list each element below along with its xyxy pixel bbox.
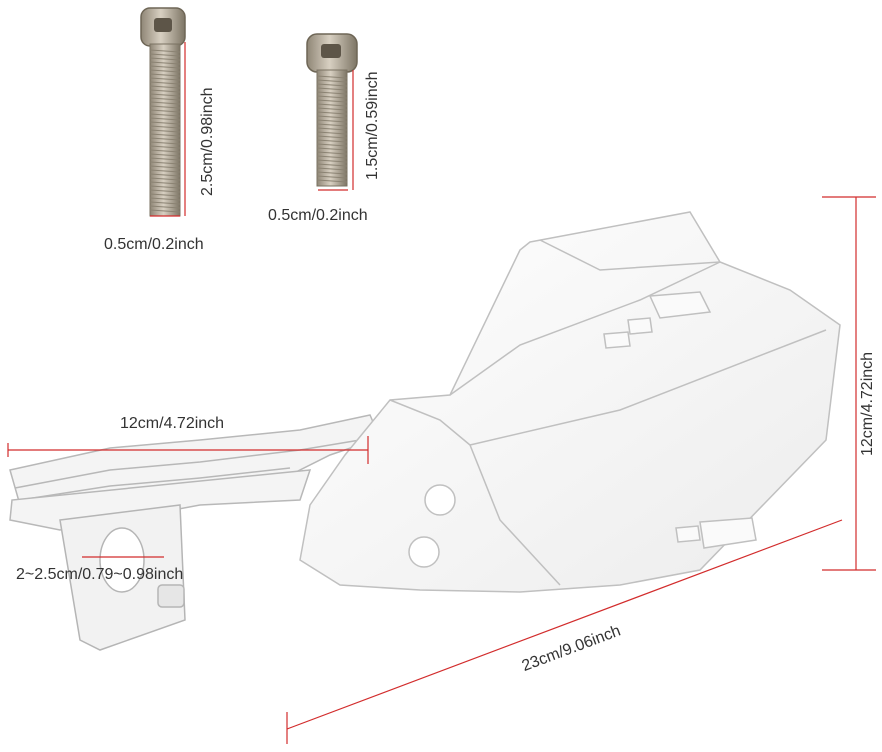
bolt-thread [149, 165, 181, 169]
dim-line-guard-length [286, 519, 843, 730]
bolt-thread [149, 129, 181, 133]
bolt-thread [149, 121, 181, 125]
bolt-thread [316, 179, 348, 183]
short-bolt [306, 33, 358, 187]
label-long-bolt-height: 2.5cm/0.98inch [199, 87, 216, 196]
bolt-thread [149, 157, 181, 161]
bolt-thread [149, 145, 181, 149]
bolt-thread [149, 49, 181, 53]
bolt-thread [316, 131, 348, 135]
hand-guard [299, 211, 841, 593]
bolt-thread [149, 65, 181, 69]
bolt-thread [149, 141, 181, 145]
bolt-thread [316, 111, 348, 115]
bolt-thread [316, 151, 348, 155]
bolt-thread [149, 149, 181, 153]
bolt-thread [316, 83, 348, 87]
bolt-thread [316, 95, 348, 99]
bolt-thread [149, 173, 181, 177]
bolt-thread [149, 77, 181, 81]
bolt-thread [316, 119, 348, 123]
bolt-thread [149, 69, 181, 73]
bolt-thread [149, 101, 181, 105]
bolt-thread [149, 93, 181, 97]
bolt-thread [316, 103, 348, 107]
bolt-thread [149, 209, 181, 213]
bolt-thread [149, 113, 181, 117]
bolt-thread [149, 117, 181, 121]
bolt-thread [149, 181, 181, 185]
bolt-thread [316, 155, 348, 159]
bolt-thread [316, 115, 348, 119]
bolt-thread [316, 87, 348, 91]
bolt-thread [316, 99, 348, 103]
bolt-thread [316, 143, 348, 147]
label-long-bolt-width: 0.5cm/0.2inch [104, 236, 204, 253]
bolt-thread [149, 81, 181, 85]
dimension-lines [7, 42, 876, 744]
bolt-thread [316, 107, 348, 111]
bolt-thread [149, 169, 181, 173]
bar-clamp [59, 504, 186, 651]
bolt-thread [149, 53, 181, 57]
bolt-thread [149, 57, 181, 61]
bolt-thread [149, 109, 181, 113]
bolt-thread [149, 97, 181, 101]
bolt-thread [149, 161, 181, 165]
label-guard-height: 12cm/4.72inch [859, 351, 876, 456]
bolt-thread [149, 193, 181, 197]
label-short-bolt-width: 0.5cm/0.2inch [268, 207, 368, 224]
bolt-thread [316, 79, 348, 83]
bolt-thread [149, 105, 181, 109]
long-bolt [140, 7, 186, 217]
bolt-thread [316, 147, 348, 151]
bolt-thread [316, 75, 348, 79]
label-short-bolt-height: 1.5cm/0.59inch [364, 71, 381, 180]
label-clamp-diameter: 2~2.5cm/0.79~0.98inch [16, 566, 184, 583]
bolt-thread [149, 197, 181, 201]
bolt-thread [316, 167, 348, 171]
bolt-thread [149, 89, 181, 93]
bolt-thread [149, 61, 181, 65]
label-arm-length: 12cm/4.72inch [120, 415, 225, 432]
bolt-thread [149, 189, 181, 193]
bolt-thread [316, 159, 348, 163]
bolt-thread [316, 135, 348, 139]
bolt-thread [149, 153, 181, 157]
bolt-thread [316, 175, 348, 179]
bolt-thread [149, 205, 181, 209]
bolt-thread [149, 73, 181, 77]
bolt-thread [316, 123, 348, 127]
bolt-thread [149, 185, 181, 189]
bolt-thread [149, 125, 181, 129]
bolt-thread [149, 85, 181, 89]
bolt-thread [149, 177, 181, 181]
bolt-thread [316, 163, 348, 167]
bolt-thread [149, 201, 181, 205]
bolt-thread [316, 91, 348, 95]
bolt-thread [149, 137, 181, 141]
bolt-thread [316, 171, 348, 175]
bolt-thread [316, 139, 348, 143]
bolt-thread [149, 133, 181, 137]
bolt-thread [316, 127, 348, 131]
